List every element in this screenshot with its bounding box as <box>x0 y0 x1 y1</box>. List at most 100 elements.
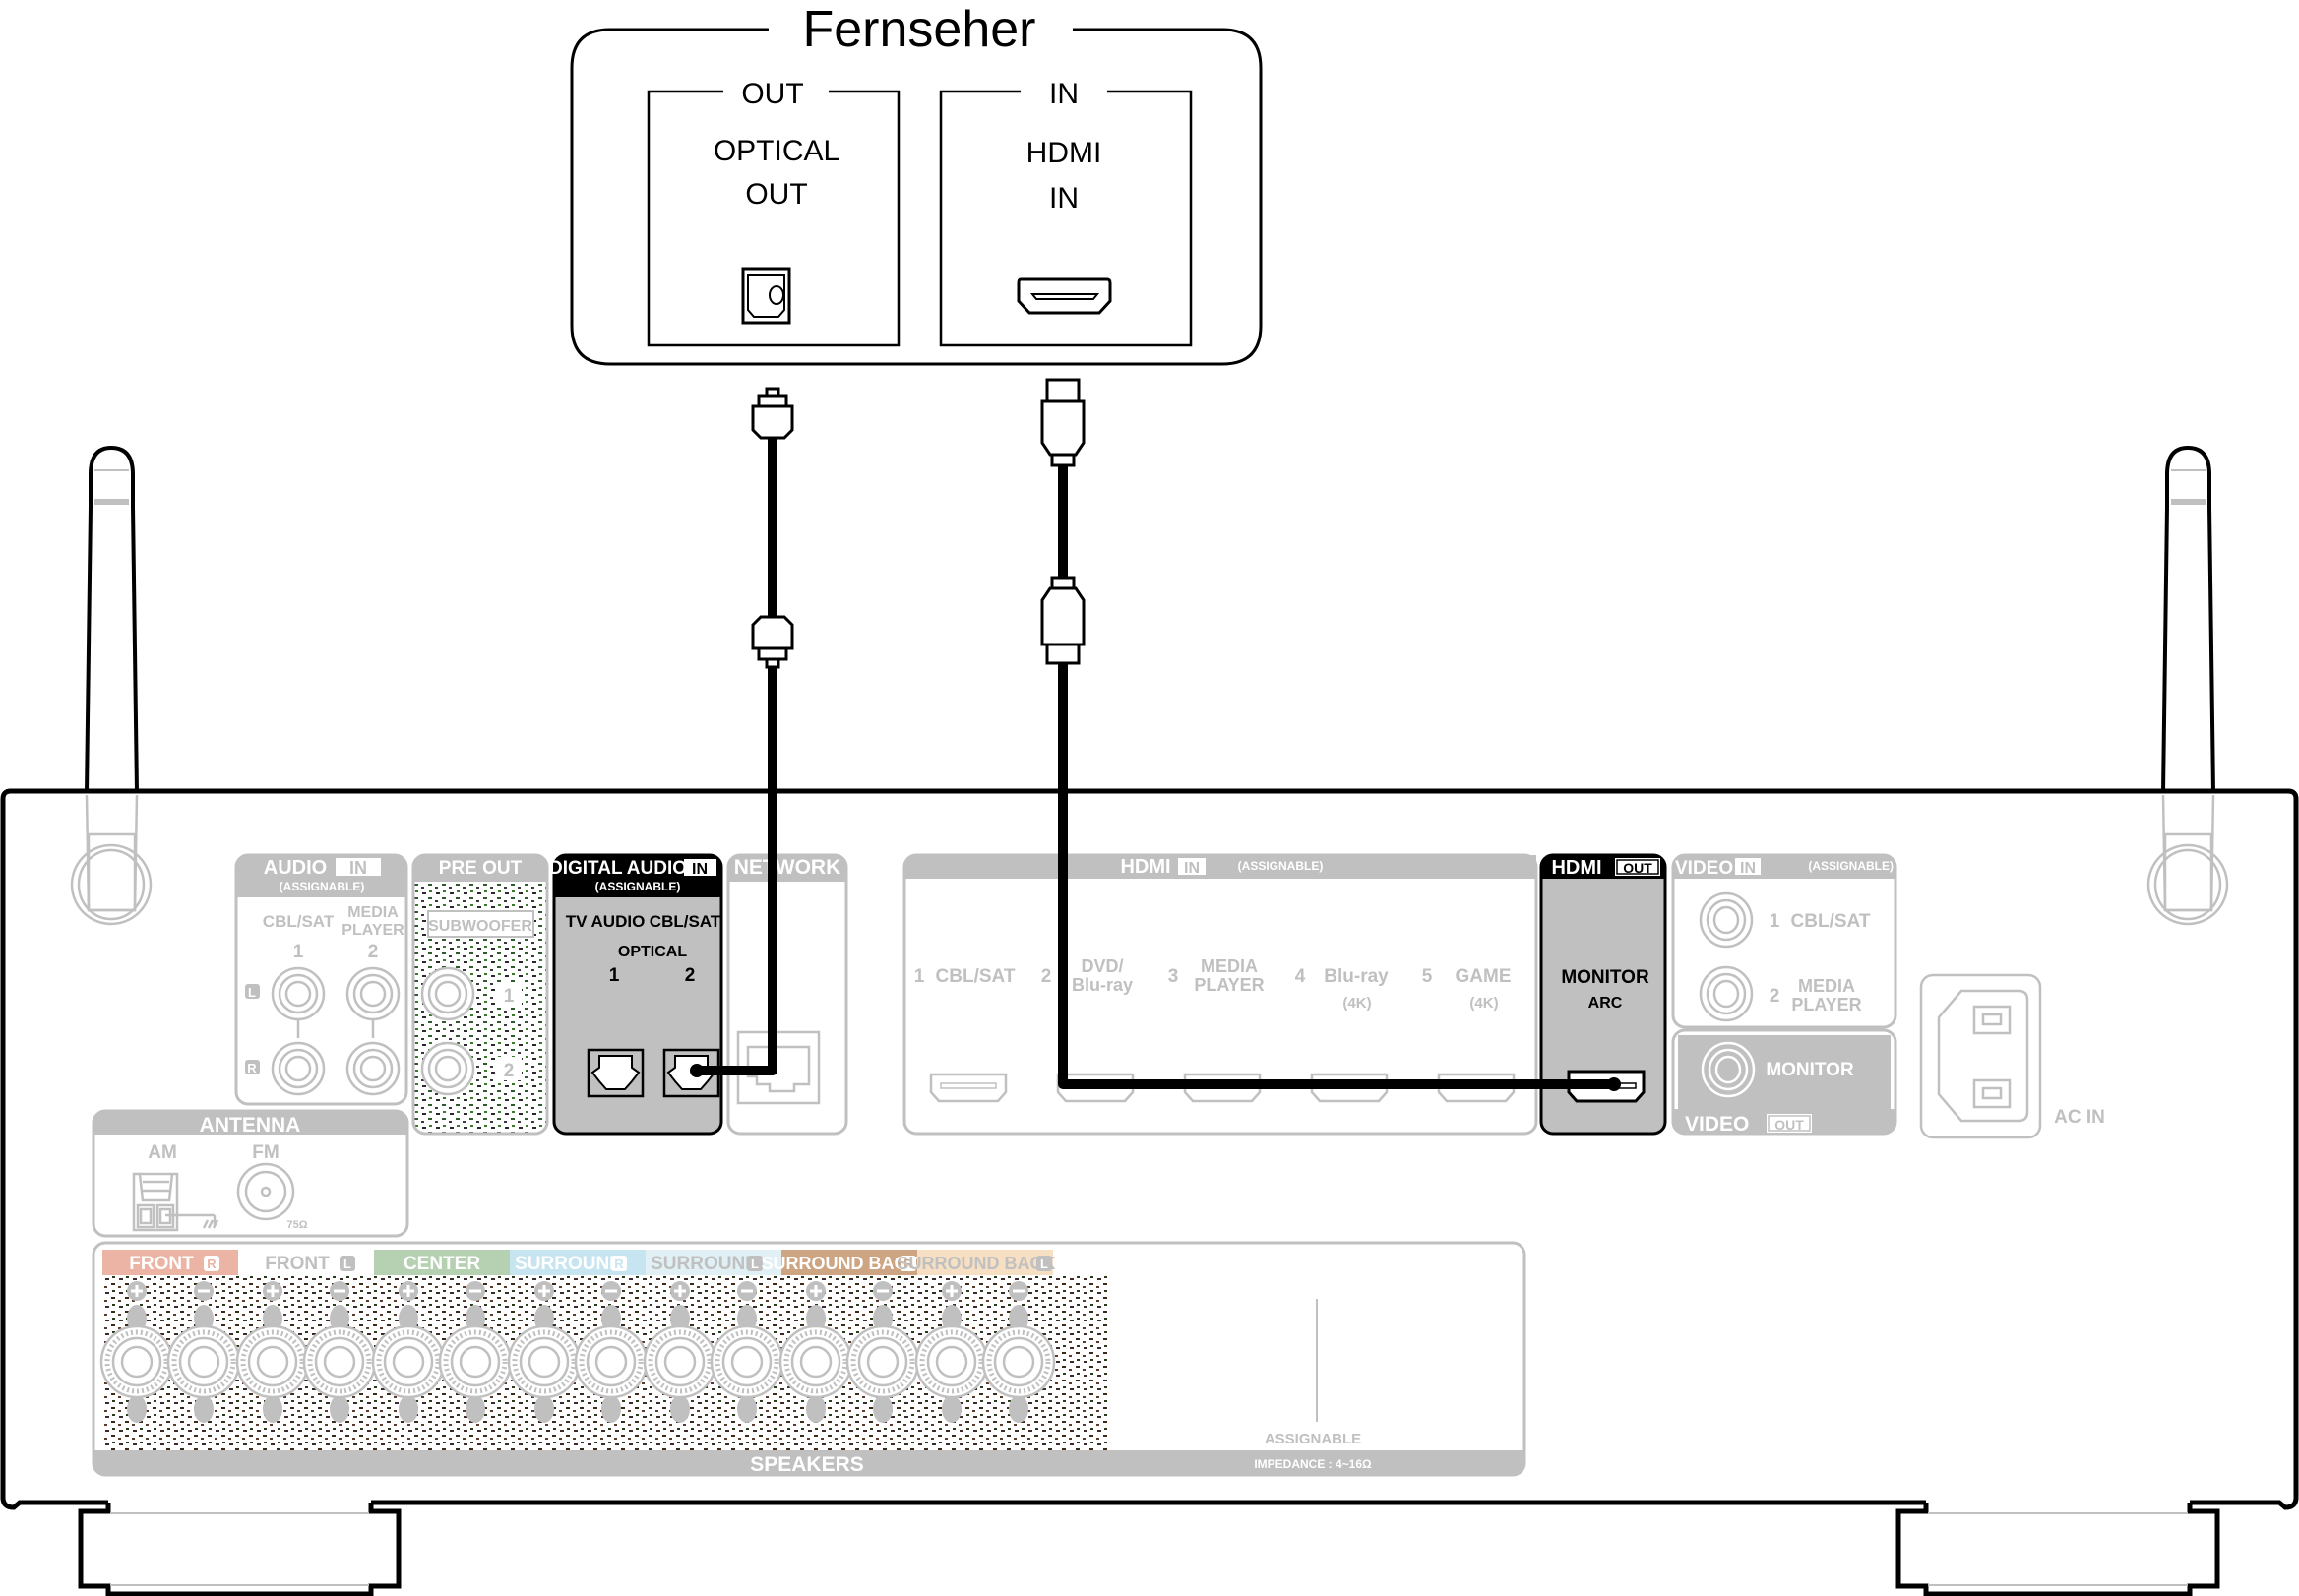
speaker-terminal-minus-icon[interactable] <box>438 1281 513 1423</box>
speaker-channel-label: CENTER <box>404 1254 480 1274</box>
pre-out-panel: PRE OUT SUBWOOFER 1 2 <box>411 853 549 1136</box>
hdmi-in-port-num: 5 <box>1422 966 1433 987</box>
speaker-side-badge: L <box>751 1257 759 1271</box>
hdmi-in-port-num: 4 <box>1295 966 1306 987</box>
speaker-channel-label: FRONT <box>129 1254 194 1274</box>
video-in-2-jack-icon[interactable] <box>1699 965 1754 1022</box>
digital-audio-badge: IN <box>692 861 708 878</box>
antenna-right <box>2161 445 2215 793</box>
receiver-chassis <box>0 788 2299 1510</box>
digital-audio-in-panel: DIGITAL AUDIO IN (ASSIGNABLE) TV AUDIO C… <box>549 853 723 1136</box>
impedance-label: IMPEDANCE : 4~16Ω <box>1254 1457 1372 1471</box>
hdmi-in-port-num: 2 <box>1041 966 1052 987</box>
hdmi-in-port-num: 3 <box>1168 966 1179 987</box>
fm-impedance: 75Ω <box>286 1219 307 1231</box>
video-in-1-jack-icon[interactable] <box>1699 891 1754 949</box>
audio-in-col1: CBL/SAT <box>263 912 335 931</box>
speakers-title: SPEAKERS <box>750 1453 864 1476</box>
tv-in-label: IN <box>1049 78 1079 110</box>
digital-audio-title: DIGITAL AUDIO <box>549 858 687 879</box>
antenna-left <box>85 445 139 793</box>
fm-connector-icon[interactable] <box>236 1162 295 1221</box>
optical-num2: 2 <box>685 965 696 986</box>
speaker-terminal-minus-icon[interactable] <box>845 1281 920 1423</box>
subwoofer-num1: 1 <box>504 986 515 1007</box>
optical-in-1-port-icon[interactable] <box>587 1048 645 1098</box>
speaker-terminal-plus-icon[interactable] <box>778 1281 853 1423</box>
speaker-terminal-minus-icon[interactable] <box>574 1281 649 1423</box>
audio-in-panel: AUDIO IN (ASSIGNABLE) CBL/SAT MEDIA PLAY… <box>234 853 408 1106</box>
ac-in-socket-icon[interactable] <box>1919 973 2042 1139</box>
audio-in-col2a: MEDIA <box>347 904 399 921</box>
speaker-side-badge: R <box>207 1257 217 1271</box>
speaker-terminal-group: FRONT L <box>235 1250 377 1423</box>
speaker-channel-label: SURROUND BACK <box>762 1254 920 1273</box>
hdmi-in-port-label: Blu-ray <box>1324 966 1389 987</box>
video-in-1-label: CBL/SAT <box>1791 911 1871 932</box>
hdmi-in-label-1: HDMI <box>1026 137 1102 169</box>
speaker-side-badge: L <box>1040 1257 1048 1271</box>
speaker-terminal-plus-icon[interactable] <box>235 1281 310 1423</box>
speaker-terminal-group: CENTER <box>371 1250 513 1423</box>
audio-in-sub: (ASSIGNABLE) <box>280 880 365 893</box>
speaker-channel-label: SURROUND <box>515 1254 623 1274</box>
optical-out-label-2: OUT <box>745 178 807 211</box>
hdmi-out-badge: OUT <box>1623 860 1652 876</box>
subwoofer-num2: 2 <box>504 1061 515 1081</box>
speaker-channel-label: FRONT <box>265 1254 330 1274</box>
optical-out-port-icon[interactable] <box>741 267 791 325</box>
digital-audio-col2: CBL/SAT <box>650 912 721 931</box>
assignable-label: ASSIGNABLE <box>1265 1431 1361 1447</box>
speaker-terminal-group: FRONT R <box>99 1250 241 1423</box>
rca-jack-icon[interactable] <box>345 1041 401 1096</box>
video-out-badge: OUT <box>1774 1117 1804 1133</box>
rca-jack-icon[interactable] <box>271 1041 326 1096</box>
optical-out-label-1: OPTICAL <box>714 135 839 167</box>
subwoofer-label: SUBWOOFER <box>428 918 532 935</box>
hdmi-in-port-num: 1 <box>914 966 925 987</box>
optical-type-label: OPTICAL <box>618 944 687 960</box>
audio-in-num1: 1 <box>293 942 304 962</box>
subwoofer-jack-icon[interactable] <box>420 966 475 1021</box>
subwoofer-jack-icon[interactable] <box>420 1041 475 1096</box>
video-out-jack-icon[interactable] <box>1701 1041 1756 1098</box>
speaker-terminal-plus-icon[interactable] <box>371 1281 446 1423</box>
optical-cable <box>690 387 794 1077</box>
am-terminal-icon[interactable] <box>132 1172 219 1232</box>
ac-in-label: AC IN <box>2054 1107 2105 1128</box>
video-in-panel: VIDEO IN (ASSIGNABLE) 1 CBL/SAT 2 MEDIA … <box>1671 853 1897 1029</box>
hdmi-cable <box>1040 378 1621 1091</box>
antenna-title: ANTENNA <box>200 1114 301 1136</box>
speaker-terminal-plus-icon[interactable] <box>507 1281 582 1423</box>
hdmi-in-port-note: (4K) <box>1469 995 1498 1012</box>
hdmi-in-badge: IN <box>1184 860 1200 877</box>
hdmi-out-panel: HDMI OUT MONITOR ARC <box>1539 853 1667 1136</box>
rca-jack-icon[interactable] <box>345 966 401 1021</box>
speakers-panel: SPEAKERS IMPEDANCE : 4~16Ω ASSIGNABLE FR… <box>92 1241 1526 1477</box>
speaker-terminal-minus-icon[interactable] <box>981 1281 1056 1423</box>
antenna-base-right <box>2146 794 2229 926</box>
digital-audio-sub: (ASSIGNABLE) <box>595 880 681 893</box>
antenna-panel: ANTENNA AM FM 75Ω <box>92 1109 409 1238</box>
speaker-terminal-minus-icon[interactable] <box>166 1281 241 1423</box>
speaker-channel-label: SURROUND BACK <box>898 1254 1056 1273</box>
tv-title: Fernseher <box>803 1 1036 58</box>
speaker-channel-label: SURROUND <box>651 1254 759 1274</box>
hdmi-port-icon[interactable] <box>929 1073 1008 1103</box>
fm-label: FM <box>252 1142 279 1163</box>
speaker-terminal-plus-icon[interactable] <box>99 1281 174 1423</box>
hdmi-in-port-icon[interactable] <box>1017 277 1112 315</box>
audio-in-num2: 2 <box>368 942 379 962</box>
tv-device: Fernseher OUT OPTICAL OUT IN HDMI IN <box>570 1 1263 366</box>
speaker-terminal-minus-icon[interactable] <box>710 1281 784 1423</box>
video-in-2-label-a: MEDIA <box>1798 976 1855 996</box>
monitor-label: MONITOR <box>1561 967 1649 988</box>
speaker-side-badge: L <box>343 1257 351 1271</box>
rca-jack-icon[interactable] <box>271 966 326 1021</box>
speaker-terminal-minus-icon[interactable] <box>302 1281 377 1423</box>
